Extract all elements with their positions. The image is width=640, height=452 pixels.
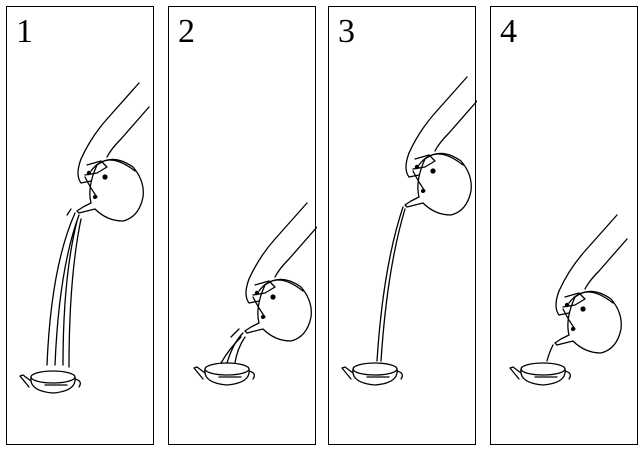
step-panel-3: 3: [328, 6, 477, 445]
kettle-hand-icon: [404, 76, 477, 216]
teapot-icon: [509, 362, 571, 386]
water-stream: [546, 344, 554, 362]
pouring-illustration: [341, 76, 477, 386]
step-number: 2: [178, 13, 195, 50]
step-panel-4: 4: [490, 6, 638, 445]
kettle-hand-icon: [244, 202, 317, 342]
kettle-hand-icon: [554, 214, 628, 354]
teapot-icon: [341, 362, 403, 386]
pouring-illustration: [19, 82, 150, 394]
pouring-illustration: [193, 202, 317, 386]
water-stream: [220, 328, 246, 364]
teapot-icon: [19, 370, 81, 394]
water-stream: [46, 208, 82, 368]
step-number: 3: [338, 13, 355, 50]
step-panel-2: 2: [168, 6, 317, 445]
pouring-illustration: [509, 214, 628, 386]
step-number: 4: [500, 13, 517, 50]
kettle-hand-icon: [76, 82, 150, 222]
water-stream: [376, 206, 406, 362]
teapot-icon: [193, 362, 255, 386]
step-panel-1: 1: [6, 6, 154, 445]
step-number: 1: [16, 13, 33, 50]
